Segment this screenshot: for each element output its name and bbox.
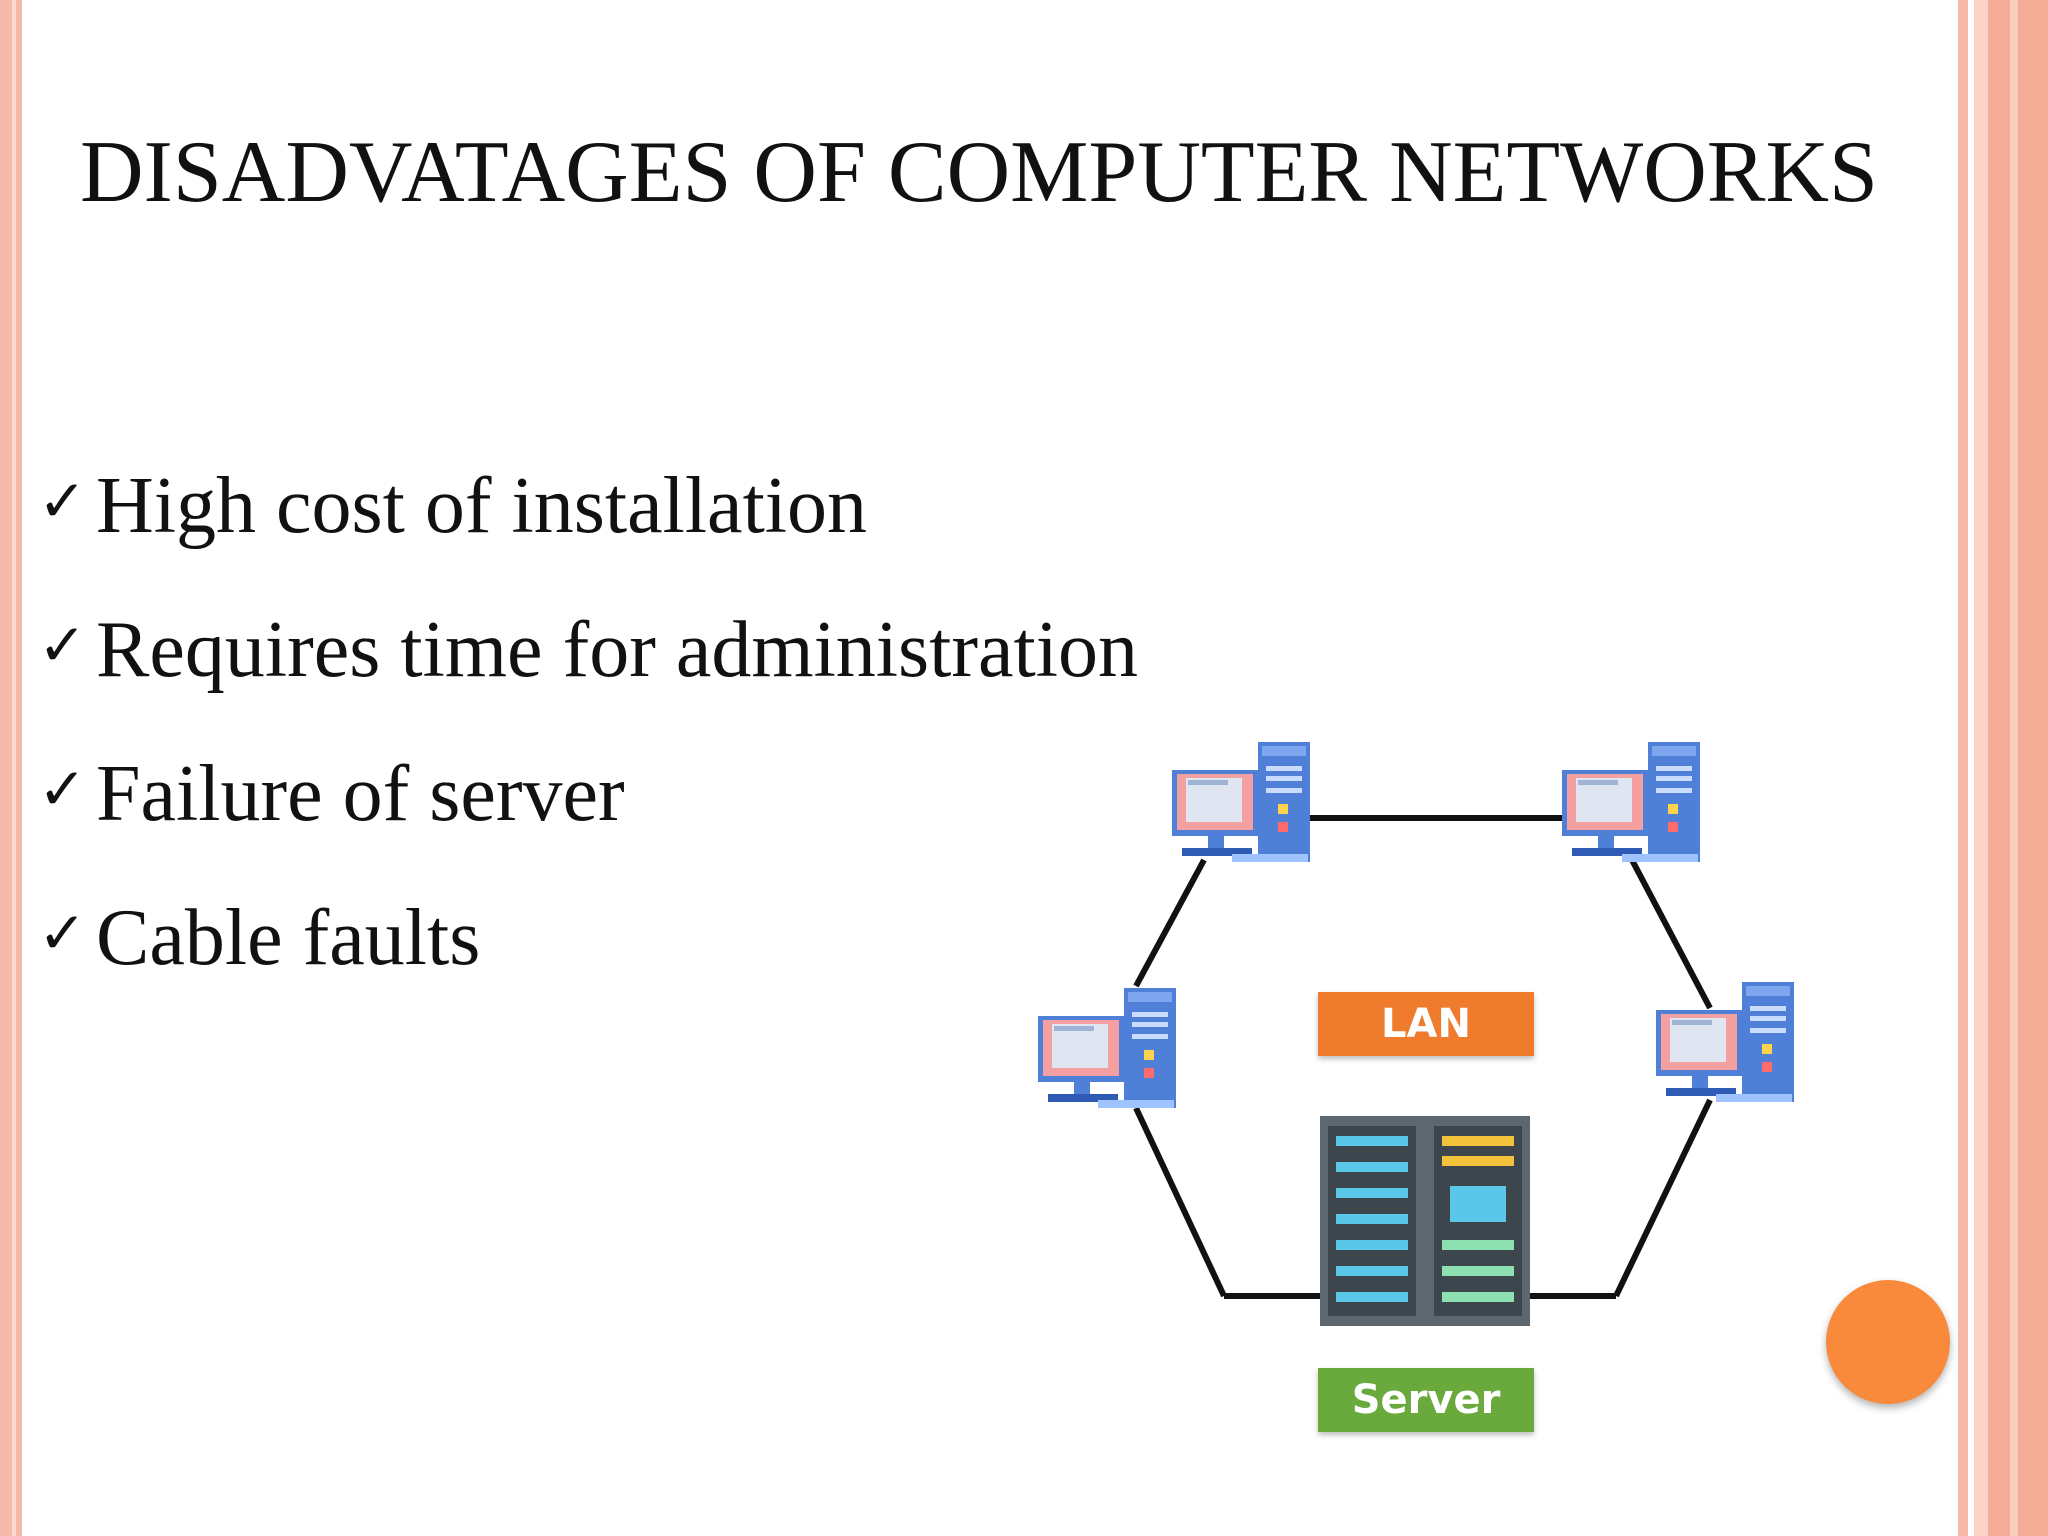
lan-label: LAN	[1318, 992, 1534, 1056]
bullet-text: Requires time for administration	[96, 606, 1138, 694]
checkmark-icon: ✓	[38, 611, 87, 679]
computer-icon	[1562, 742, 1700, 862]
computer-icon	[1656, 982, 1794, 1102]
right-border-decoration	[1958, 0, 2048, 1536]
checkmark-icon: ✓	[38, 467, 87, 535]
bullet-text: Cable faults	[96, 894, 481, 982]
bullet-list: ✓ High cost of installation ✓ Requires t…	[38, 462, 1138, 1038]
checkmark-icon: ✓	[38, 899, 87, 967]
lan-network-diagram: LAN Server	[1020, 730, 1820, 1450]
bullet-text: High cost of installation	[96, 462, 868, 550]
bullet-item: ✓ High cost of installation	[38, 462, 1138, 606]
bullet-item: ✓ Cable faults	[38, 894, 1138, 1038]
accent-circle-decoration	[1826, 1280, 1950, 1404]
network-cable-lines	[1133, 815, 1713, 1299]
slide-title: DISADVATAGES OF COMPUTER NETWORKS	[80, 124, 1878, 221]
bullet-item: ✓ Requires time for administration	[38, 606, 1138, 750]
server-rack-icon	[1320, 1116, 1530, 1326]
computer-icon	[1172, 742, 1310, 862]
computer-icon	[1038, 988, 1176, 1108]
checkmark-icon: ✓	[38, 755, 87, 823]
left-border-decoration	[0, 0, 22, 1536]
server-label: Server	[1318, 1368, 1534, 1432]
bullet-text: Failure of server	[96, 750, 625, 838]
bullet-item: ✓ Failure of server	[38, 750, 1138, 894]
